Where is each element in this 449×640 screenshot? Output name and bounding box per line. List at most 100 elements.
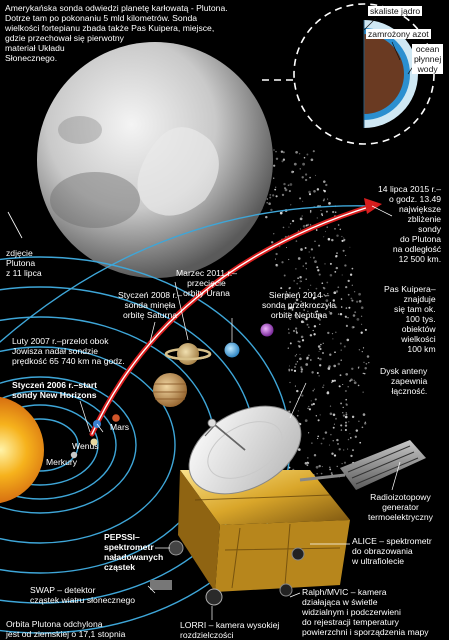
kuiper-particle	[280, 150, 284, 153]
intro-text: Amerykańska sonda odwiedzi planetę karło…	[5, 3, 228, 63]
kuiper-particle	[298, 340, 301, 343]
kuiper-particle	[328, 444, 331, 446]
kuiper-particle	[317, 357, 320, 359]
kuiper-particle	[320, 472, 323, 475]
kuiper-particle	[360, 315, 363, 317]
label-mercury: Merkury	[46, 457, 78, 467]
kuiper-particle	[282, 158, 286, 161]
kuiper-particle	[322, 384, 325, 387]
label-crust: skaliste jądro	[368, 6, 423, 16]
kuiper-particle	[327, 293, 329, 295]
kuiper-particle	[314, 240, 316, 242]
kuiper-particle	[290, 204, 292, 206]
kuiper-particle	[306, 357, 309, 360]
kuiper-particle	[313, 388, 315, 390]
kuiper-particle	[302, 200, 304, 202]
kuiper-particle	[337, 313, 340, 315]
leader	[79, 400, 91, 433]
kuiper-particle	[329, 468, 332, 471]
kuiper-particle	[314, 311, 317, 313]
kuiper-particle	[316, 188, 320, 191]
kuiper-particle	[294, 327, 298, 330]
kuiper-particle	[344, 428, 347, 432]
kuiper-particle	[317, 303, 320, 306]
leader	[289, 592, 301, 598]
jupiter-bands	[153, 383, 187, 400]
kuiper-particle	[332, 210, 335, 214]
kuiper-particle	[336, 465, 338, 468]
antenna-subreflector	[207, 418, 217, 428]
kuiper-particle	[345, 412, 347, 414]
kuiper-particle	[318, 244, 321, 247]
rtg-fins	[347, 445, 419, 485]
intro-line: wielkości fortepianu zbada także Pas Kui…	[5, 23, 215, 33]
label-pluto-orbit-inclination: Orbita Plutona odchylona jest od ziemski…	[6, 619, 126, 639]
kuiper-particle	[332, 426, 335, 429]
kuiper-particle	[336, 438, 339, 442]
label-lorri: LORRI – kamera wysokiej rozdzielczości	[180, 620, 280, 640]
kuiper-particle	[357, 384, 360, 387]
pepssi-instrument	[168, 540, 184, 556]
planet-venus	[90, 438, 98, 446]
kuiper-particle	[321, 295, 323, 297]
kuiper-particle	[339, 374, 342, 377]
kuiper-particle	[305, 363, 309, 366]
kuiper-particle	[273, 233, 275, 235]
kuiper-particle	[363, 372, 366, 375]
antenna-dish-inner	[207, 421, 283, 479]
orbit-earth	[0, 390, 117, 500]
kuiper-particle	[331, 379, 335, 383]
kuiper-particle	[309, 334, 313, 337]
probe-foil-creases	[194, 494, 341, 589]
kuiper-particle	[329, 412, 333, 416]
kuiper-particle	[317, 435, 320, 438]
kuiper-particle	[295, 363, 297, 366]
kuiper-particle	[316, 371, 319, 375]
kuiper-particle	[343, 461, 347, 464]
kuiper-particle	[330, 433, 332, 436]
kuiper-particle	[286, 293, 290, 297]
kuiper-particle	[275, 157, 279, 161]
kuiper-particle	[282, 151, 285, 154]
kuiper-particle	[289, 306, 292, 310]
kuiper-particle	[362, 347, 365, 349]
kuiper-particle	[363, 361, 365, 363]
label-mars: Mars	[110, 422, 130, 432]
kuiper-particle	[347, 448, 349, 450]
kuiper-particle	[275, 186, 277, 188]
kuiper-particle	[315, 229, 318, 231]
kuiper-particle	[323, 236, 325, 238]
kuiper-particle	[345, 307, 348, 309]
kuiper-particle	[292, 170, 295, 173]
kuiper-particle	[328, 311, 330, 313]
kuiper-particle	[287, 328, 290, 330]
kuiper-particle	[345, 413, 348, 416]
kuiper-particle	[298, 345, 300, 347]
kuiper-particle	[275, 150, 277, 153]
kuiper-particle	[301, 176, 304, 179]
kuiper-particle	[325, 210, 328, 213]
kuiper-particle	[327, 331, 330, 335]
kuiper-particle	[349, 273, 353, 276]
kuiper-particle	[326, 226, 328, 228]
kuiper-particle	[308, 193, 312, 196]
kuiper-particle	[292, 329, 296, 333]
kuiper-particle	[299, 197, 302, 200]
kuiper-particle	[344, 415, 348, 419]
kuiper-particle	[283, 182, 286, 186]
kuiper-particle	[297, 448, 301, 451]
kuiper-particle	[269, 196, 272, 199]
kuiper-particle	[316, 307, 318, 309]
kuiper-particle	[291, 306, 294, 309]
kuiper-particle	[281, 261, 284, 264]
kuiper-particle	[272, 194, 275, 197]
kuiper-particle	[342, 414, 345, 417]
kuiper-particle	[296, 282, 299, 285]
probe-body-front	[215, 520, 350, 592]
kuiper-particle	[282, 226, 285, 229]
kuiper-particle	[351, 415, 355, 419]
kuiper-particle	[328, 202, 331, 205]
kuiper-particle	[285, 291, 287, 293]
planet-uranus	[224, 342, 240, 358]
kuiper-particle	[289, 401, 291, 403]
